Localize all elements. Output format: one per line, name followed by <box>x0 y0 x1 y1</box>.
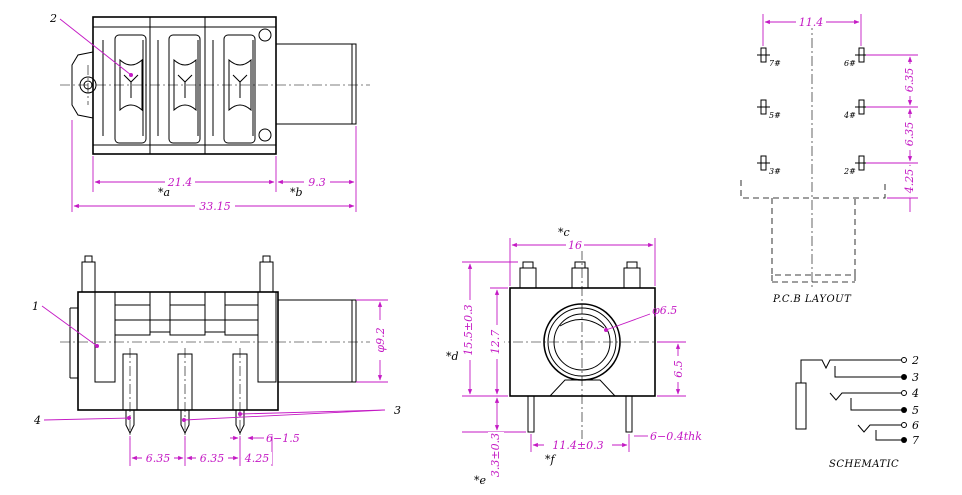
pcb-dim-pitch-2: 6.35 <box>903 122 916 147</box>
dim-spacing: 11.4±0.3 <box>552 439 603 452</box>
schematic-terminal-6 <box>901 422 907 428</box>
schematic: 2 3 4 5 6 7 SCHEMATIC <box>795 354 919 470</box>
dim-pitch-2: 6.35 <box>200 452 225 465</box>
ref-f: *f <box>545 453 557 466</box>
dim-9-3: 9.3 <box>308 176 326 189</box>
pcb-pin-label-2: 2# <box>843 167 856 176</box>
pcb-pin-label-5: 5# <box>769 111 781 120</box>
side-view-barrel <box>277 299 357 383</box>
ref-a: *a <box>158 186 170 199</box>
schematic-terminal-7 <box>901 437 907 443</box>
schematic-terminal-5 <box>901 407 907 413</box>
side-view: 1 4 3 φ9.2 6.35 6.35 4.25 6−1.5 <box>32 255 401 466</box>
pcb-layout: 7# 5# 3# 6# 4# 2# 11.4 6.35 6.35 4.25 P.… <box>740 14 918 305</box>
dim-width-16: 16 <box>568 239 582 252</box>
pcb-pin-label-7: 7# <box>769 59 781 68</box>
dim-body: 12.7 <box>489 330 502 355</box>
pcb-pin-label-6: 6# <box>844 59 856 68</box>
pcb-dim-width: 11.4 <box>799 16 824 29</box>
dim-pitch-1: 6.35 <box>146 452 171 465</box>
dim-height: 15.5±0.3 <box>462 304 475 355</box>
pcb-layout-caption: P.C.B LAYOUT <box>772 294 852 305</box>
callout-2: 2 <box>49 12 57 25</box>
pcb-dim-pitch-3: 4.25 <box>903 169 916 195</box>
front-view: 16 *c 15.5±0.3 *d 12.7 3.3±0.3 *e φ6.5 6… <box>446 226 702 487</box>
ref-c: *c <box>558 226 570 239</box>
dim-thickness: 6−0.4thk <box>650 430 702 443</box>
dim-bore: φ6.5 <box>652 304 677 317</box>
schematic-terminal-4 <box>901 390 907 396</box>
top-view-barrel <box>275 43 357 125</box>
dim-33-15: 33.15 <box>199 200 231 213</box>
schematic-pin-7: 7 <box>912 434 919 447</box>
schematic-pin-5: 5 <box>912 404 919 417</box>
dim-legs: 3.3±0.3 <box>489 433 502 477</box>
pcb-pin-label-3: 3# <box>769 167 781 176</box>
top-view: 2 21.4 *a 9.3 *b 33.15 <box>49 12 370 213</box>
dim-diameter-9-2: φ9.2 <box>374 327 387 352</box>
dim-pitch-3: 4.25 <box>244 452 270 465</box>
schematic-terminal-2 <box>901 357 907 363</box>
callout-1: 1 <box>32 300 39 313</box>
schematic-pin-6: 6 <box>912 419 919 432</box>
callout-4: 4 <box>33 414 41 427</box>
schematic-pin-4: 4 <box>911 387 919 400</box>
schematic-caption: SCHEMATIC <box>829 459 899 470</box>
dim-pin-width: 6−1.5 <box>266 432 300 445</box>
schematic-terminal-3 <box>901 374 907 380</box>
ref-e: *e <box>474 474 487 487</box>
pcb-pin-label-4: 4# <box>843 111 856 120</box>
dim-21-4: 21.4 <box>167 176 193 189</box>
schematic-sleeve <box>795 382 807 430</box>
ref-d: *d <box>446 350 459 363</box>
pcb-dim-pitch-1: 6.35 <box>903 68 916 93</box>
dim-center: 6.5 <box>672 360 685 378</box>
schematic-pin-2: 2 <box>911 354 919 367</box>
ref-b: *b <box>290 186 303 199</box>
schematic-pin-3: 3 <box>912 371 919 384</box>
callout-3: 3 <box>394 404 401 417</box>
